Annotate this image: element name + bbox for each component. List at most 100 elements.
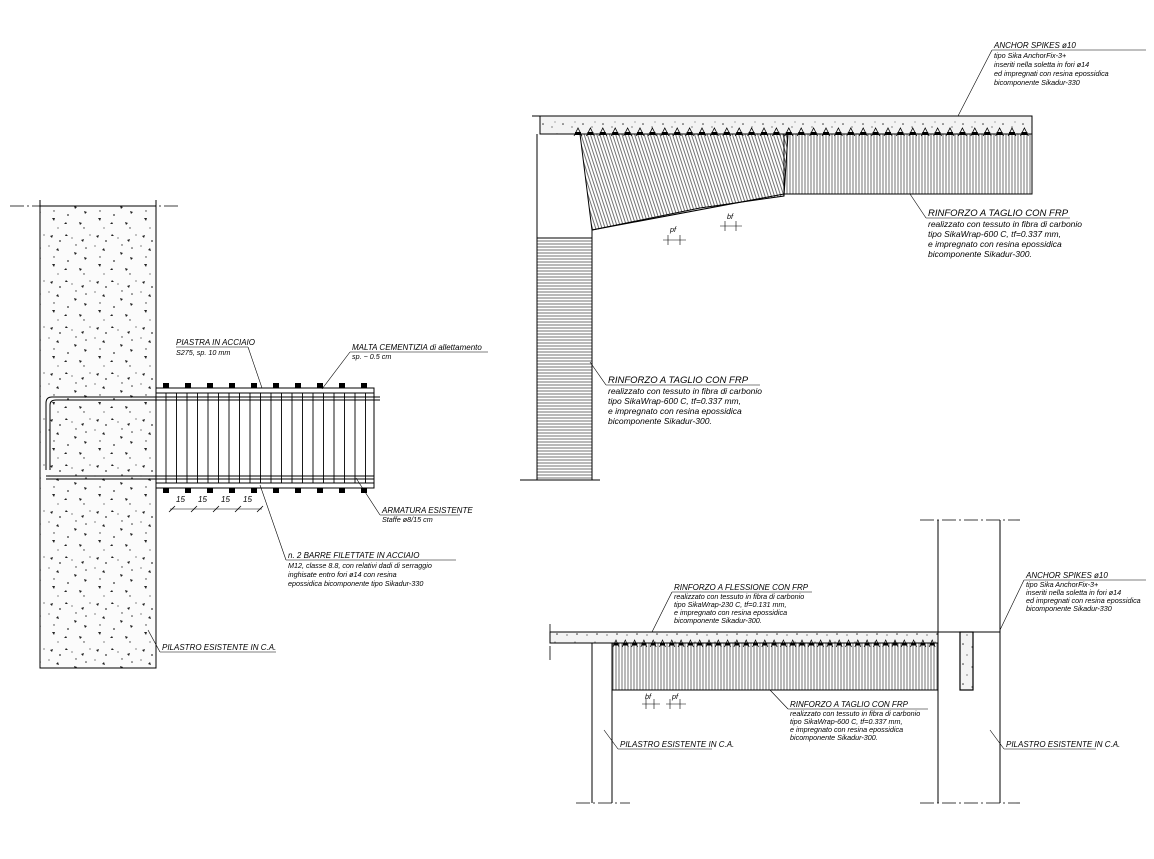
nut <box>229 383 235 388</box>
vertical-frp-strips <box>783 133 1033 195</box>
nut <box>317 383 323 388</box>
label-flexural-frp: RINFORZO A FLESSIONE CON FRP realizzato … <box>651 583 812 633</box>
label-existing-reinforcement: ARMATURA ESISTENTE Staffe ø8/15 cm <box>355 477 473 524</box>
anchor-spikes-row <box>573 127 1029 137</box>
svg-text:S275, sp. 10 mm: S275, sp. 10 mm <box>176 348 230 357</box>
label-shear-frp-beam: RINFORZO A TAGLIO CON FRP realizzato con… <box>909 193 1082 259</box>
inclined-frp-strips <box>579 133 789 231</box>
svg-text:PILASTRO ESISTENTE IN C.A.: PILASTRO ESISTENTE IN C.A. <box>162 643 276 652</box>
svg-text:ed impregnati con resina eposs: ed impregnati con resina epossidica <box>994 69 1109 78</box>
dimension-15-b: 15 <box>198 495 207 504</box>
svg-text:n. 2 BARRE FILETTATE IN ACCIAI: n. 2 BARRE FILETTATE IN ACCIAIO <box>288 551 419 560</box>
svg-text:sp. ~ 0.5 cm: sp. ~ 0.5 cm <box>352 352 391 361</box>
nut <box>207 383 213 388</box>
svg-text:tipo SikaWrap-230 C, tf=0.131: tipo SikaWrap-230 C, tf=0.131 mm, <box>674 600 786 609</box>
svg-text:tipo Sika AnchorFix-3+: tipo Sika AnchorFix-3+ <box>994 51 1066 60</box>
dimension-15-d: 15 <box>243 495 252 504</box>
symbol-bf-lower: bf <box>642 692 660 709</box>
svg-text:RINFORZO A FLESSIONE CON FRP: RINFORZO A FLESSIONE CON FRP <box>674 583 809 592</box>
nut <box>251 383 257 388</box>
svg-text:e impregnato con resina epossi: e impregnato con resina epossidica <box>790 725 903 734</box>
steel-plate-bottom <box>155 482 375 489</box>
dimension-15-a: 15 <box>176 495 185 504</box>
label-column-left: PILASTRO ESISTENTE IN C.A. <box>603 729 734 750</box>
svg-text:tipo SikaWrap-600 C, tf=0.337: tipo SikaWrap-600 C, tf=0.337 mm, <box>608 396 741 406</box>
detail-3-flexural-strengthening: bf pf RINFORZO A FLESSIONE CON FRP reali… <box>549 519 1146 804</box>
svg-text:inseriti nella soletta in fori: inseriti nella soletta in fori ø14 <box>1026 588 1121 597</box>
beam-frp-strips <box>611 642 939 691</box>
svg-text:M12, classe 8.8, con relativi: M12, classe 8.8, con relativi dadi di se… <box>288 561 432 570</box>
nut <box>163 383 169 388</box>
label-bedding-mortar: MALTA CEMENTIZIA di allettamento sp. ~ 0… <box>321 343 488 390</box>
column-frp-wrap <box>536 237 593 481</box>
symbol-pf: pf <box>663 225 686 245</box>
nut <box>251 488 257 493</box>
existing-stirrups <box>165 393 366 483</box>
svg-text:ANCHOR SPIKES ø10: ANCHOR SPIKES ø10 <box>1025 571 1108 580</box>
svg-text:tipo SikaWrap-600 C, tf=0.337: tipo SikaWrap-600 C, tf=0.337 mm, <box>790 717 902 726</box>
label-anchor-spikes: ANCHOR SPIKES ø10 tipo Sika AnchorFix-3+… <box>957 41 1146 117</box>
svg-text:ed impregnati con resina eposs: ed impregnati con resina epossidica <box>1026 596 1141 605</box>
dimension-15-c: 15 <box>221 495 230 504</box>
svg-text:RINFORZO A TAGLIO CON FRP: RINFORZO A TAGLIO CON FRP <box>928 208 1069 219</box>
nut <box>295 383 301 388</box>
symbol-pf-lower: pf <box>666 692 686 709</box>
nut <box>361 383 367 388</box>
threaded-bar-top <box>45 396 380 470</box>
svg-text:PILASTRO ESISTENTE IN C.A.: PILASTRO ESISTENTE IN C.A. <box>1006 740 1120 749</box>
svg-text:realizzato con tessuto in fibr: realizzato con tessuto in fibra di carbo… <box>928 219 1082 229</box>
svg-text:bicomponente Sikadur-300.: bicomponente Sikadur-300. <box>608 416 712 426</box>
detail-1-column-connection: 15 15 15 15 PIASTRA IN ACCIAIO S275, sp.… <box>10 200 488 669</box>
svg-text:ARMATURA ESISTENTE: ARMATURA ESISTENTE <box>381 506 473 515</box>
beam-section <box>155 391 375 485</box>
detail-2-shear-strengthening: pf bf ANCHOR SPIKES ø10 tipo Sika Anchor… <box>520 41 1146 481</box>
nut <box>229 488 235 493</box>
svg-text:epossidica bicomponente tipo S: epossidica bicomponente tipo Sikadur-330 <box>288 579 423 588</box>
nut <box>273 383 279 388</box>
svg-text:inghisate entro fori ø14 con r: inghisate entro fori ø14 con resina <box>288 570 397 579</box>
svg-text:bicomponente Sikadur-300.: bicomponente Sikadur-300. <box>928 249 1032 259</box>
svg-text:bicomponente Sikadur-300.: bicomponente Sikadur-300. <box>674 616 762 625</box>
svg-text:inseriti nella soletta in fori: inseriti nella soletta in fori ø14 <box>994 60 1089 69</box>
small-column-section <box>959 631 974 691</box>
nut <box>317 488 323 493</box>
nut <box>295 488 301 493</box>
svg-text:realizzato con tessuto in fibr: realizzato con tessuto in fibra di carbo… <box>790 709 920 718</box>
label-shear-frp-lower: RINFORZO A TAGLIO CON FRP realizzato con… <box>769 689 928 742</box>
svg-text:tipo SikaWrap-600 C, tf=0.337: tipo SikaWrap-600 C, tf=0.337 mm, <box>928 229 1061 239</box>
svg-text:Staffe ø8/15 cm: Staffe ø8/15 cm <box>382 515 433 524</box>
svg-text:bicomponente Sikadur-300.: bicomponente Sikadur-300. <box>790 733 878 742</box>
svg-text:bf: bf <box>727 212 734 221</box>
label-threaded-bars: n. 2 BARRE FILETTATE IN ACCIAIO M12, cla… <box>259 484 456 588</box>
anchor-spikes-row-lower <box>612 639 936 648</box>
svg-text:RINFORZO A TAGLIO CON FRP: RINFORZO A TAGLIO CON FRP <box>790 700 909 709</box>
svg-text:e impregnato con resina epossi: e impregnato con resina epossidica <box>928 239 1062 249</box>
steel-plate-top <box>155 387 375 394</box>
label-steel-plate: PIASTRA IN ACCIAIO S275, sp. 10 mm <box>176 338 263 389</box>
label-column-right: PILASTRO ESISTENTE IN C.A. <box>989 729 1120 750</box>
label-anchor-spikes-lower: ANCHOR SPIKES ø10 tipo Sika AnchorFix-3+… <box>999 571 1146 631</box>
nut <box>339 383 345 388</box>
svg-text:bicomponente Sikadur-330: bicomponente Sikadur-330 <box>1026 604 1112 613</box>
svg-text:pf: pf <box>669 225 677 234</box>
svg-text:pf: pf <box>671 692 679 701</box>
svg-text:PILASTRO ESISTENTE IN C.A.: PILASTRO ESISTENTE IN C.A. <box>620 740 734 749</box>
nut <box>163 488 169 493</box>
nut <box>339 488 345 493</box>
slab-section-lower <box>549 631 939 644</box>
symbol-bf: bf <box>720 212 742 231</box>
label-shear-frp-column: RINFORZO A TAGLIO CON FRP realizzato con… <box>589 361 762 426</box>
svg-text:realizzato con tessuto in fibr: realizzato con tessuto in fibra di carbo… <box>674 592 804 601</box>
svg-text:realizzato con tessuto in fibr: realizzato con tessuto in fibra di carbo… <box>608 386 762 396</box>
svg-text:bicomponente Sikadur-330: bicomponente Sikadur-330 <box>994 78 1080 87</box>
svg-text:e impregnato con resina epossi: e impregnato con resina epossidica <box>608 406 742 416</box>
nut <box>185 488 191 493</box>
svg-text:MALTA CEMENTIZIA di allettamen: MALTA CEMENTIZIA di allettamento <box>352 343 482 352</box>
svg-text:ANCHOR SPIKES ø10: ANCHOR SPIKES ø10 <box>993 41 1076 50</box>
svg-text:e impregnato con resina epossi: e impregnato con resina epossidica <box>674 608 787 617</box>
existing-column-section <box>39 205 157 669</box>
label-existing-column: PILASTRO ESISTENTE IN C.A. <box>147 629 276 653</box>
svg-text:PIASTRA IN ACCIAIO: PIASTRA IN ACCIAIO <box>176 338 255 347</box>
nut <box>185 383 191 388</box>
